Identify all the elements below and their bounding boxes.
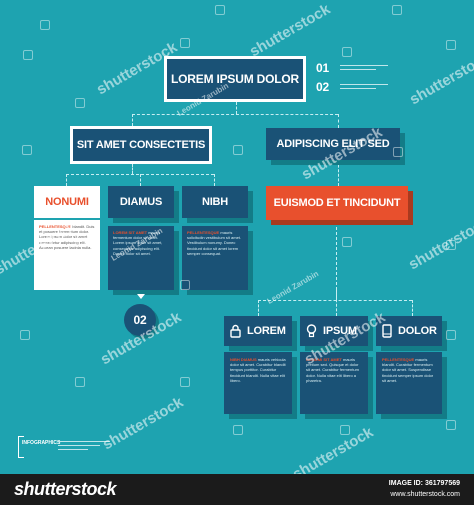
- top-num-1: 01: [316, 61, 329, 75]
- level4-lorem-label: LOREM: [247, 325, 286, 337]
- level3-diamus-label: DIAMUS: [119, 196, 163, 208]
- level4-lorem-box: LOREM: [224, 316, 292, 346]
- watermark-logo-icon: [215, 5, 225, 15]
- connector-to-nonumi: [66, 174, 67, 186]
- watermark-logo-icon: [75, 235, 85, 245]
- level2-left-box: SIT AMET CONSECTETIS: [70, 126, 212, 164]
- level2-left-label: SIT AMET CONSECTETIS: [76, 139, 206, 151]
- connector-top-down: [236, 102, 237, 114]
- stock-footer: shutterstock IMAGE ID: 361797569 www.shu…: [0, 474, 474, 505]
- level4-ipsum-text: NONUMI SIT AMET mauris pretium sed. Quis…: [300, 352, 368, 414]
- watermark-logo-icon: [342, 47, 352, 57]
- level4-lorem-text: NIBH DIAMUS mauris vehicula dolor sit am…: [224, 352, 292, 414]
- connector-to-dolor: [412, 300, 413, 316]
- connector-to-ipsum: [336, 290, 337, 316]
- watermark-logo-icon: [40, 20, 50, 30]
- infographics-subtext: [58, 438, 110, 452]
- watermark-logo-icon: [446, 330, 456, 340]
- connector-to-lorem: [258, 300, 259, 316]
- watermark: shutterstock: [289, 423, 377, 474]
- step-circle: 02: [124, 304, 156, 336]
- watermark-logo-icon: [20, 330, 30, 340]
- connector-right-down: [338, 160, 339, 186]
- org-chart-canvas: LOREM IPSUM DOLOR 01 02 SIT AMET CONSECT…: [0, 0, 474, 474]
- connector-bottom-branch: [258, 300, 412, 301]
- connector-to-right: [338, 114, 339, 128]
- top-num-2-lines: [340, 81, 388, 93]
- level4-ipsum-label: IPSUM: [323, 325, 357, 337]
- level4-dolor-text: PELLENTESQUE mauris blandit. Curabitur f…: [376, 352, 442, 414]
- watermark-logo-icon: [75, 377, 85, 387]
- watermark: shutterstock: [246, 0, 334, 61]
- watermark-logo-icon: [340, 425, 350, 435]
- watermark-logo-icon: [342, 237, 352, 247]
- level3-diamus-text: LOREM SIT AMET mauris fermentum dolor si…: [108, 226, 174, 290]
- watermark-logo-icon: [23, 50, 33, 60]
- down-arrow-icon: [137, 294, 145, 299]
- highlight-label: EUISMOD ET TINCIDUNT: [273, 197, 401, 209]
- watermark-logo-icon: [446, 420, 456, 430]
- footer-image-id: IMAGE ID: 361797569: [388, 480, 460, 487]
- level2-right-box: ADIPISCING ELIT SED: [266, 128, 400, 160]
- infographics-bracket: [18, 436, 24, 458]
- step-circle-label: 02: [133, 313, 147, 327]
- highlight-box: EUISMOD ET TINCIDUNT: [266, 186, 408, 220]
- watermark-logo-icon: [392, 5, 402, 15]
- watermark-logo-icon: [233, 425, 243, 435]
- watermark-logo-icon: [233, 145, 243, 155]
- level3-nonumi-label: NONUMI: [45, 196, 89, 208]
- level3-nibh-label: NIBH: [201, 196, 229, 208]
- connector-to-diamus: [140, 174, 141, 186]
- level3-nibh-text: PELLENTESQUE mauris solicitudin vestibul…: [182, 226, 248, 290]
- top-box-title: LOREM IPSUM DOLOR: [171, 72, 299, 86]
- watermark: shutterstock: [405, 213, 474, 274]
- watermark-logo-icon: [393, 147, 403, 157]
- top-num-1-lines: [340, 62, 388, 74]
- connector-highlight-down: [336, 222, 337, 300]
- level3-nibh-box: NIBH: [182, 186, 248, 218]
- watermark: shutterstock: [406, 48, 474, 109]
- connector-to-nibh: [214, 174, 215, 186]
- footer-brand: shutterstock: [14, 479, 117, 499]
- connector-top-branch: [132, 114, 338, 115]
- level3-nonumi-box: NONUMI: [34, 186, 100, 218]
- watermark-logo-icon: [22, 145, 32, 155]
- lock-icon: [230, 324, 241, 338]
- watermark-logo-icon: [180, 38, 190, 48]
- infographics-label: INFOGRAPHICS: [22, 440, 61, 446]
- top-box: LOREM IPSUM DOLOR: [164, 56, 306, 102]
- watermark-logo-icon: [180, 280, 190, 290]
- watermark-logo-icon: [446, 240, 456, 250]
- level3-nonumi-text: PELLENTESQUE blandit. Duis et posuere fe…: [34, 220, 100, 290]
- phone-icon: [382, 324, 392, 338]
- lightbulb-icon: [306, 324, 317, 338]
- level2-right-label: ADIPISCING ELIT SED: [276, 138, 390, 150]
- connector-left-down: [132, 164, 133, 174]
- watermark-logo-icon: [446, 40, 456, 50]
- watermark-logo-icon: [180, 377, 190, 387]
- watermark: shutterstock: [99, 393, 187, 454]
- footer-site: www.shutterstock.com: [390, 491, 460, 498]
- level3-diamus-box: DIAMUS: [108, 186, 174, 218]
- connector-to-left: [132, 114, 133, 126]
- level4-dolor-label: DOLOR: [398, 325, 437, 337]
- watermark-logo-icon: [75, 98, 85, 108]
- top-num-2: 02: [316, 80, 329, 94]
- level4-dolor-box: DOLOR: [376, 316, 442, 346]
- level4-ipsum-box: IPSUM: [300, 316, 368, 346]
